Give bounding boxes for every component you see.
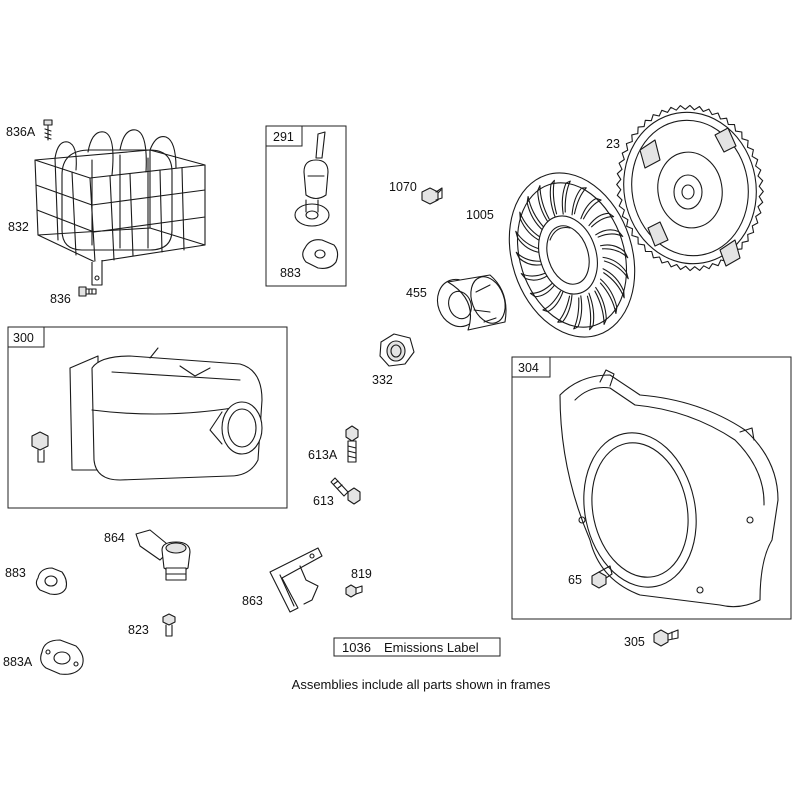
muffler-300-drawing: [31, 347, 263, 481]
screw-65-drawing: [591, 565, 613, 589]
flywheel-nut-332-drawing: [379, 333, 415, 367]
bolt-613-drawing: [330, 477, 361, 505]
emissions-label-number: 1036: [342, 640, 371, 655]
frame-304-id-box: [511, 356, 551, 378]
fan-fin: [557, 294, 573, 323]
fan-fin: [602, 268, 625, 299]
fan-fin: [599, 244, 629, 259]
part-number-823: 823: [128, 623, 149, 637]
starter-cup-455-drawing: [436, 274, 507, 331]
part-number-65: 65: [568, 573, 582, 587]
fan-fin: [537, 185, 550, 224]
bolt-613a-drawing: [345, 425, 359, 463]
frame-300-id-box: [7, 326, 45, 348]
frame-291: [265, 125, 347, 287]
part-number-832: 832: [8, 220, 29, 234]
fan-fin: [519, 211, 542, 242]
part-number-883: 883: [5, 566, 26, 580]
part-number-613: 613: [313, 494, 334, 508]
part-number-1070: 1070: [389, 180, 417, 194]
part-number-332: 332: [372, 373, 393, 387]
screw-305-drawing: [653, 629, 679, 647]
part-number-883a: 883A: [3, 655, 33, 669]
bracket-863-drawing: [269, 547, 323, 613]
fan-fin: [515, 251, 545, 266]
part-number-863: 863: [242, 594, 263, 608]
screw-836-drawing: [78, 286, 97, 297]
fuel-shutoff-valve-291-drawing: [294, 131, 339, 269]
fan-fin: [602, 256, 629, 280]
muffler-guard-832-drawing: [34, 129, 206, 286]
fan-fin: [588, 212, 615, 228]
footer-note: Assemblies include all parts shown in fr…: [292, 677, 551, 692]
blower-housing-304-drawing: [559, 369, 779, 608]
frame-id-304: 304: [518, 361, 539, 375]
part-number-836a: 836A: [6, 125, 36, 139]
flywheel-fan-1005-drawing: [508, 172, 636, 338]
fan-fin: [580, 197, 602, 220]
fan-fin: [526, 195, 545, 232]
part-number-613a: 613A: [308, 448, 338, 462]
fan-fin: [529, 282, 556, 298]
fan-fin: [594, 286, 607, 325]
frame-id-291: 291: [273, 130, 294, 144]
part-number-305: 305: [624, 635, 645, 649]
part-number-819: 819: [351, 567, 372, 581]
bracket-864-drawing: [135, 529, 191, 581]
fan-fin: [571, 187, 587, 216]
fan-fin: [561, 180, 571, 215]
fan-fin: [520, 272, 549, 281]
part-number-864: 864: [104, 531, 125, 545]
gasket-883-drawing: [35, 567, 68, 595]
fan-fin: [595, 229, 624, 238]
screw-819-drawing: [345, 584, 363, 598]
fan-fin: [542, 290, 564, 313]
gasket-883a-drawing: [40, 639, 84, 675]
frame-304: [511, 356, 792, 620]
part-number-23: 23: [606, 137, 620, 151]
emissions-label-box: [333, 637, 501, 657]
frame-291-id-box: [265, 125, 303, 147]
fan-fin: [573, 295, 583, 330]
fan-fin: [586, 292, 595, 331]
fan-fins: [515, 179, 629, 331]
screw-836a-drawing: [43, 119, 53, 141]
flywheel-23-drawing: [616, 104, 764, 272]
fan-fin: [599, 278, 618, 315]
part-number-455: 455: [406, 286, 427, 300]
part-number-1005: 1005: [466, 208, 494, 222]
screw-823-drawing: [162, 613, 176, 637]
fan-fin: [549, 179, 558, 218]
part-number-883-kit: 883: [280, 266, 301, 280]
fan-fin: [515, 230, 542, 254]
frame-300: [7, 326, 288, 509]
frame-id-300: 300: [13, 331, 34, 345]
screw-1070-drawing: [421, 187, 443, 205]
part-number-836: 836: [50, 292, 71, 306]
emissions-label-text: Emissions Label: [384, 640, 479, 655]
